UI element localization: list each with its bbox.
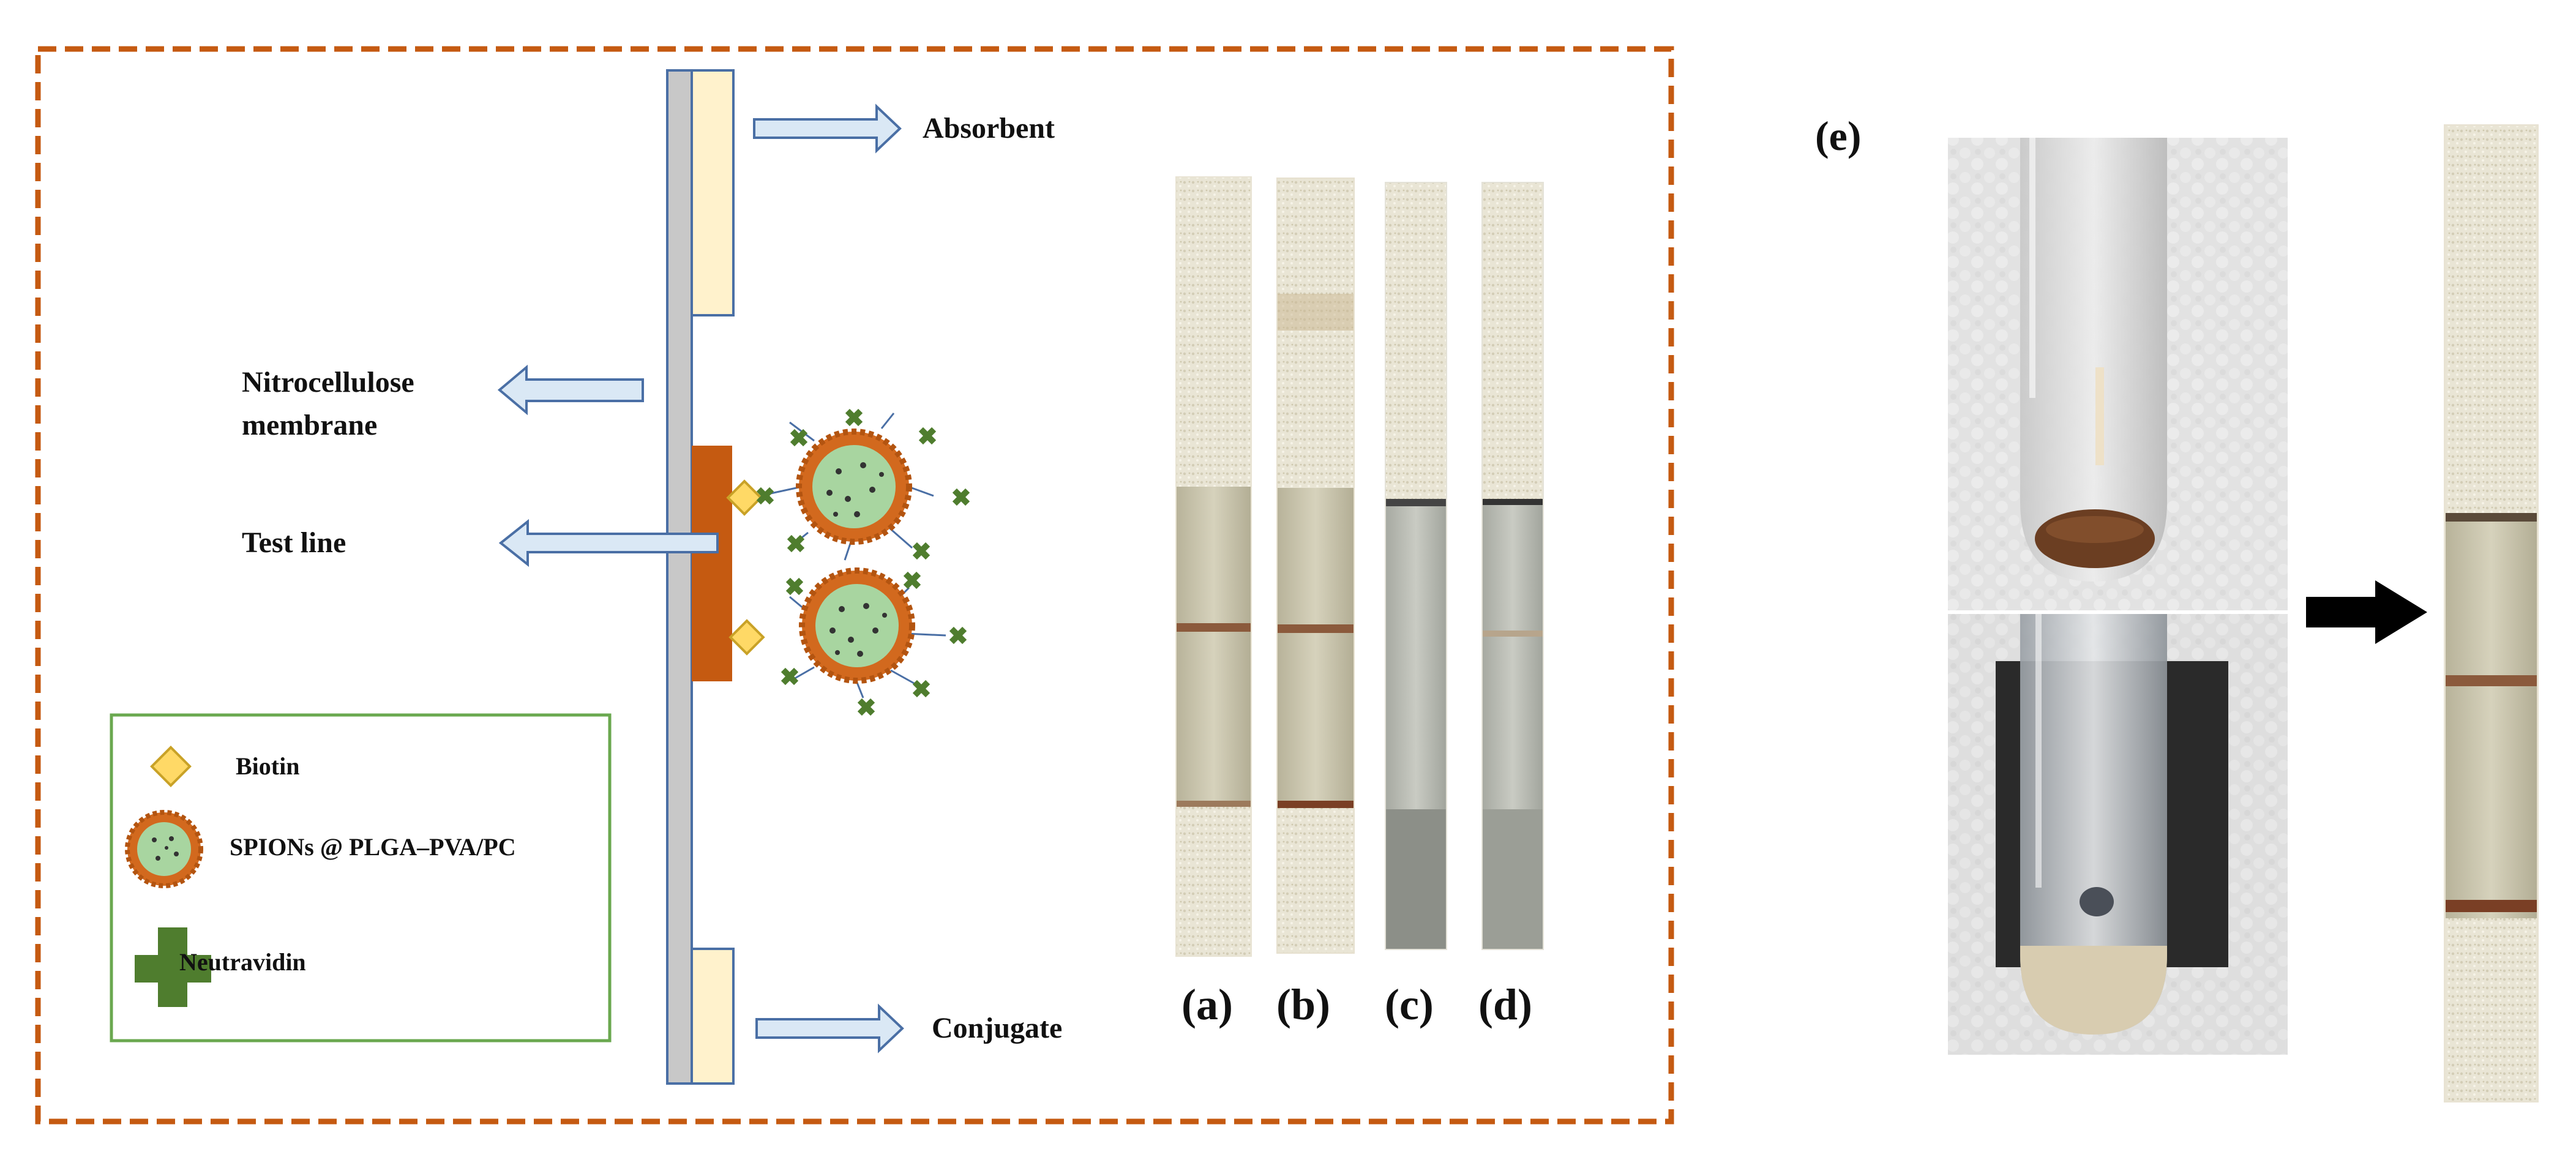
absorbent-pad xyxy=(691,69,735,316)
control-line xyxy=(1177,623,1251,632)
neutravidin-icon xyxy=(908,537,935,564)
test-line-arrow xyxy=(498,518,719,567)
neutravidin-icon xyxy=(899,567,926,594)
neutravidin-icon xyxy=(841,404,867,431)
nitrocellulose-arrow xyxy=(497,364,644,416)
control-line xyxy=(2446,675,2537,686)
panel-e-label: (e) xyxy=(1815,113,1861,159)
strip-c xyxy=(1385,182,1447,950)
control-line xyxy=(1483,631,1543,637)
biotin-icon xyxy=(726,479,763,516)
spion-particle-icon xyxy=(125,810,203,888)
control-line xyxy=(1278,624,1354,633)
spion-particle-icon xyxy=(789,567,946,698)
strip-a xyxy=(1175,176,1252,957)
strip-label-a: (a) xyxy=(1181,980,1233,1029)
strip-b xyxy=(1276,178,1355,954)
neutravidin-icon xyxy=(908,675,935,702)
test-line-mark xyxy=(2446,900,2537,912)
legend-spion-label: SPIONs @ PLGA–PVA/PC xyxy=(230,833,516,861)
conjugate-label: Conjugate xyxy=(932,1012,1062,1044)
right-arrow-icon xyxy=(2306,580,2427,644)
neutravidin-cross-icon xyxy=(135,927,211,1007)
legend-neutravidin-label: Neutravidin xyxy=(179,948,306,976)
neutravidin-icon xyxy=(948,484,975,511)
test-line-mark xyxy=(1278,801,1354,808)
conjugate-pad xyxy=(691,948,735,1085)
neutravidin-icon xyxy=(853,694,880,721)
spion-particle-icon xyxy=(765,413,934,561)
neutravidin-icon xyxy=(914,422,941,449)
strip-label-b: (b) xyxy=(1276,980,1330,1029)
strip-label-d: (d) xyxy=(1478,980,1532,1029)
tube-on-magnet-photo xyxy=(1948,614,2288,1055)
strip-d xyxy=(1481,182,1544,950)
legend-biotin-label: Biotin xyxy=(236,752,299,780)
legend: Biotin SPIONs @ PLGA–PVA/PC Neutravidin xyxy=(110,713,612,1043)
test-line-label: Test line xyxy=(242,526,346,559)
biotin-diamond-icon xyxy=(150,746,192,787)
test-line-band xyxy=(692,446,732,681)
absorbent-arrow xyxy=(753,103,902,154)
absorbent-label: Absorbent xyxy=(923,112,1055,144)
conjugate-arrow xyxy=(755,1003,904,1054)
tube-with-brown-pellet-photo xyxy=(1948,138,2288,610)
neutravidin-icon xyxy=(781,573,808,600)
magnetic-pellet xyxy=(2080,887,2114,916)
strip-label-c: (c) xyxy=(1385,980,1434,1029)
nitrocellulose-label-line2: membrane xyxy=(242,409,377,441)
test-line-mark xyxy=(1177,801,1251,807)
dashed-frame xyxy=(35,46,1674,1125)
result-strip-photo xyxy=(2444,124,2539,1102)
biotin-icon xyxy=(728,619,765,656)
neutravidin-icon xyxy=(945,622,972,649)
backing-card xyxy=(666,69,693,1085)
nitrocellulose-label-line1: Nitrocellulose xyxy=(242,366,414,399)
